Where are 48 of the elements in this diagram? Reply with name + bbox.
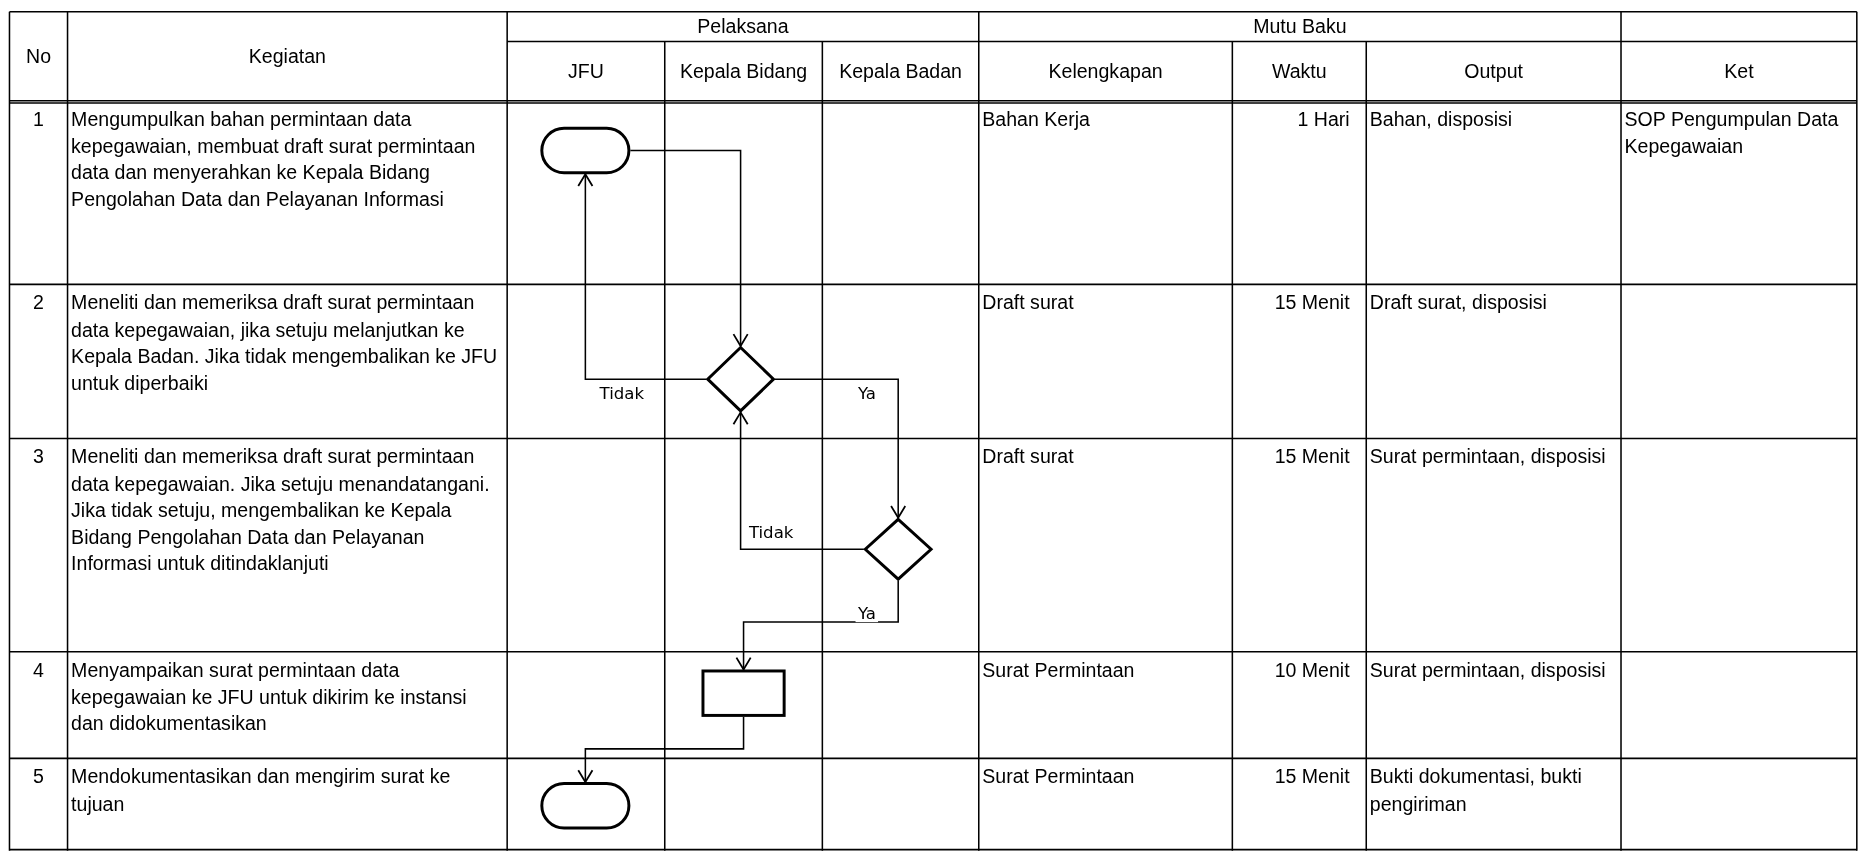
duration-text: 1 Hari — [1297, 106, 1350, 132]
arrow — [735, 579, 899, 671]
arrow — [629, 149, 749, 347]
header-text: Waktu — [1271, 59, 1327, 84]
row-number: 3 — [33, 444, 44, 469]
activity-text: Meneliti dan memeriksa draft surat permintaan data kepegawaian, jika setuju melanjutkan ke Kepala Badan. Jika tidak mengembalikan ke JFU untuk diperbaiki — [71, 290, 499, 396]
row-number: 1 — [33, 106, 44, 132]
header-text: Ket — [1724, 59, 1754, 84]
requirement-text: Draft surat — [982, 444, 1074, 469]
decision-diamond — [863, 517, 933, 581]
arrow — [732, 411, 865, 550]
header-text: Kegiatan — [248, 44, 326, 69]
activity-text: Menyampaikan surat permintaan data kepegawaian ke JFU untuk dikirim ke instansi dan didokumentasikan — [71, 657, 468, 736]
header-text: No — [26, 44, 51, 69]
terminator-shape — [540, 126, 631, 175]
arrow — [577, 173, 707, 380]
output-text: Surat permintaan, disposisi — [1369, 444, 1606, 469]
duration-text: 15 Menit — [1274, 764, 1350, 789]
duration-text: 10 Menit — [1274, 657, 1350, 683]
header-text: Output — [1464, 59, 1523, 84]
output-text: Bahan, disposisi — [1369, 106, 1513, 132]
requirement-text: Bahan Kerja — [982, 106, 1090, 132]
header-text: JFU — [568, 59, 604, 84]
output-text: Surat permintaan, disposisi — [1369, 657, 1606, 683]
terminator-shape — [540, 782, 631, 830]
header-text: Kelengkapan — [1048, 59, 1163, 84]
activity-text: Mengumpulkan bahan permintaan data kepegawaian, membuat draft surat permintaan data dan menyerahkan ke Kepala Bidang Pengolahan Data dan Pelayanan Informasi — [71, 106, 477, 212]
requirement-text: Surat Permintaan — [982, 657, 1135, 683]
arrow — [577, 716, 745, 783]
activity-text: Mendokumentasikan dan mengirim surat ke tujuan — [71, 764, 452, 817]
row-number: 4 — [33, 657, 44, 683]
decision-diamond — [706, 346, 775, 413]
output-text: Draft surat, disposisi — [1369, 290, 1547, 315]
requirement-text: Draft surat — [982, 290, 1074, 315]
requirement-text: Surat Permintaan — [982, 764, 1135, 789]
header-text: Pelaksana — [697, 14, 789, 40]
header-text: Kepala Bidang — [679, 59, 808, 84]
output-text: Bukti dokumentasi, bukti pengiriman — [1369, 764, 1583, 817]
activity-text: Meneliti dan memeriksa draft surat permintaan data kepegawaian. Jika setuju menandatangani. Jika tidak setuju, mengembalikan ke Kepala Bidang Pengolahan Data dan Pelayanan Informasi untuk ditindaklanjuti — [71, 444, 491, 576]
duration-text: 15 Menit — [1274, 290, 1350, 315]
row-number: 2 — [33, 290, 44, 315]
header-text: Kepala Badan — [839, 59, 962, 84]
arrow — [774, 378, 907, 519]
note-text: SOP Pengumpulan Data Kepegawaian — [1624, 106, 1840, 159]
duration-text: 15 Menit — [1274, 444, 1350, 469]
row-number: 5 — [33, 764, 44, 789]
process-box — [701, 669, 786, 717]
header-text: Mutu Baku — [1253, 14, 1347, 40]
